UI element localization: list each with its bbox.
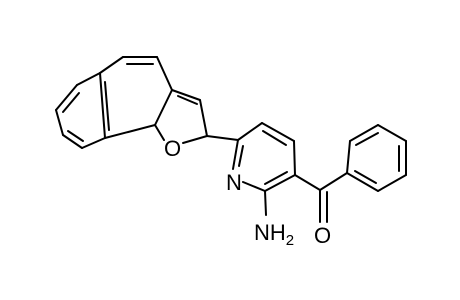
bond xyxy=(99,72,106,139)
bond xyxy=(319,172,348,191)
bond xyxy=(62,134,83,149)
bond xyxy=(377,124,407,142)
bond xyxy=(171,89,201,101)
bond xyxy=(294,174,321,191)
bond xyxy=(154,124,165,141)
double-bond-inner xyxy=(104,81,110,131)
amine-subscript: 2 xyxy=(286,232,294,249)
double-bond-inner xyxy=(62,92,80,113)
bond xyxy=(261,122,295,142)
bond-c-nh2 xyxy=(264,190,267,216)
amine-label: NH2 xyxy=(254,220,294,249)
naphthalene-left-ring xyxy=(55,72,110,149)
double-bond-inner xyxy=(67,130,84,142)
bond xyxy=(81,137,106,149)
furan-ring xyxy=(154,89,208,144)
pyridine-nitrogen-label: N xyxy=(226,170,242,195)
double-bond-inner xyxy=(238,145,244,167)
bond xyxy=(346,140,351,174)
ketone-group xyxy=(294,172,348,223)
pyridine-ring xyxy=(232,122,296,192)
bond xyxy=(242,181,266,192)
double-bond-inner xyxy=(177,95,198,105)
bond xyxy=(154,89,173,126)
double-bond-inner xyxy=(354,170,377,184)
carbonyl-oxygen-label: O xyxy=(314,223,331,248)
double-bond-inner xyxy=(264,171,288,185)
bond xyxy=(99,56,124,74)
double-bond-inner xyxy=(355,132,379,146)
naphthalene-right-ring xyxy=(99,56,173,139)
bond xyxy=(182,135,208,144)
amine-main: NH xyxy=(254,220,286,245)
bond-furan-pyridine xyxy=(206,135,239,141)
double-bond-inner xyxy=(262,130,287,146)
phenyl-ring xyxy=(346,124,407,192)
furan-oxygen-label: O xyxy=(164,136,181,161)
bond xyxy=(76,72,101,86)
bond xyxy=(199,99,208,137)
bond xyxy=(349,124,379,142)
bond xyxy=(104,124,156,139)
bond xyxy=(264,174,296,192)
bond xyxy=(156,56,173,91)
bond xyxy=(293,140,296,176)
bond xyxy=(55,109,64,136)
bond xyxy=(232,139,239,170)
bond xyxy=(346,172,379,192)
bond xyxy=(55,84,78,111)
bond xyxy=(377,174,407,192)
bond xyxy=(237,122,263,141)
